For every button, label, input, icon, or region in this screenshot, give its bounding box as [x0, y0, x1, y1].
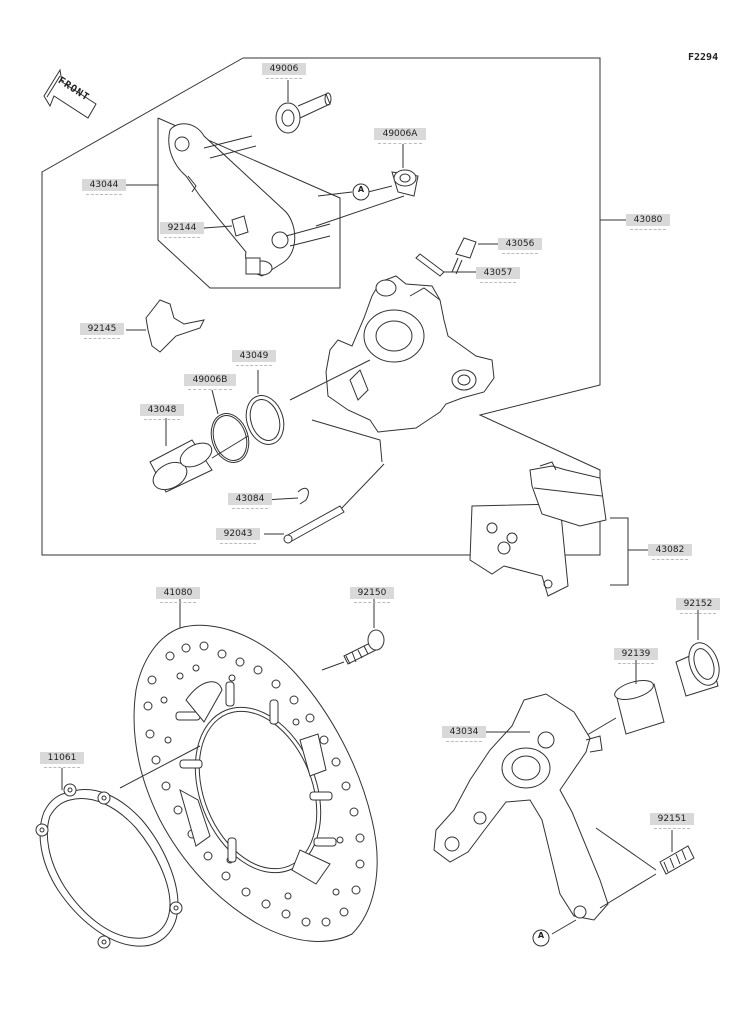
part-label-92152: 92152 [676, 598, 720, 614]
piston-43048 [149, 439, 213, 493]
part-label-11061: 11061 [40, 752, 84, 768]
part-label-43048: 43048 [140, 404, 184, 420]
gasket-11061 [35, 783, 183, 949]
caliper-assembly-outline [41, 57, 601, 556]
part-label-43080: 43080 [626, 214, 670, 230]
part-label-43084: 43084 [228, 493, 272, 509]
ref-mark-a-top: A [357, 185, 365, 194]
bolt-92151 [659, 845, 695, 875]
cap-43057 [415, 253, 445, 277]
part-label-41080: 41080 [156, 587, 200, 603]
bolt-92150 [343, 629, 385, 665]
part-label-43049: 43049 [232, 350, 276, 366]
part-label-49006: 49006 [262, 63, 306, 79]
clip-92144 [231, 215, 249, 237]
spring-92145 [145, 299, 205, 353]
part-label-43056: 43056 [498, 238, 542, 254]
part-label-92150: 92150 [350, 587, 394, 603]
part-label-49006a: 49006A [374, 128, 426, 144]
part-label-43044: 43044 [82, 179, 126, 195]
figure-id: F2294 [688, 52, 719, 63]
seal-49006b [210, 413, 250, 463]
clip-43084 [297, 487, 309, 505]
bracket-outline [157, 117, 341, 289]
part-label-43034: 43034 [442, 726, 486, 742]
caliper-body [325, 275, 495, 433]
collar-92152 [675, 642, 720, 697]
bushing-92139 [614, 680, 665, 735]
front-arrow-icon [43, 68, 97, 119]
part-label-92144: 92144 [160, 222, 204, 238]
pad-plate-43082 [469, 503, 569, 597]
brake-pad-43082 [529, 461, 607, 527]
boot-49006a [391, 169, 419, 197]
bracket-43044 [168, 123, 331, 277]
part-label-49006b: 49006B [184, 374, 236, 390]
brake-disc-41080 [133, 624, 378, 942]
part-label-43057: 43057 [476, 267, 520, 283]
ref-mark-a-bottom: A [537, 931, 545, 940]
bracket-43034 [433, 693, 609, 921]
part-label-43082: 43082 [648, 544, 692, 560]
bolt-49006 [275, 92, 332, 134]
part-label-92139: 92139 [614, 648, 658, 664]
seal-43049 [245, 395, 285, 445]
part-label-92145: 92145 [80, 323, 124, 339]
part-label-92043: 92043 [216, 528, 260, 544]
pin-92043 [283, 505, 345, 544]
part-label-92151: 92151 [650, 813, 694, 829]
bleed-valve-43056 [451, 237, 477, 275]
